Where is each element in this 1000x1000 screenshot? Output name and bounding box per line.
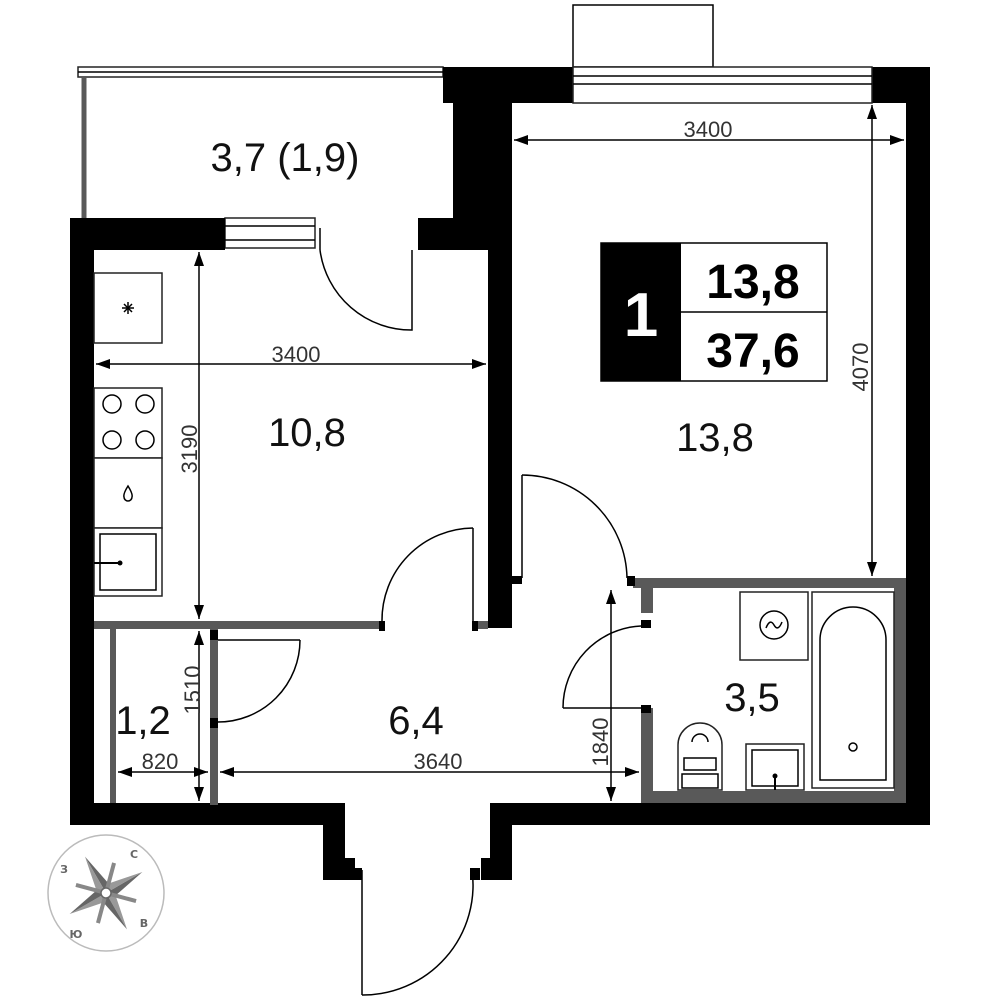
dim-bath-depth: 1840 bbox=[588, 718, 613, 767]
kitchen-fridge bbox=[93, 272, 163, 344]
dim-bath-depth-line bbox=[606, 590, 616, 801]
area-badge: 1 13,8 37,6 bbox=[600, 242, 828, 382]
dim-living-depth-line bbox=[867, 105, 877, 576]
bath-washing-machine bbox=[739, 591, 809, 661]
dim-living-width: 3400 bbox=[684, 117, 733, 142]
dim-hall-width-line bbox=[220, 767, 639, 777]
kitchen-dishwasher bbox=[93, 457, 163, 529]
kitchen-sink bbox=[93, 527, 163, 597]
compass-icon: З С Ю В bbox=[47, 834, 165, 952]
dim-kitchen-depth: 3190 bbox=[177, 425, 202, 474]
badge-living-area: 13,8 bbox=[706, 256, 799, 309]
loggia-window bbox=[224, 217, 316, 249]
kitchen-area: 10,8 bbox=[268, 411, 346, 455]
compass-south: Ю bbox=[70, 928, 83, 941]
loggia-area: 3,7 (1,9) bbox=[211, 136, 360, 180]
compass-north: С bbox=[130, 848, 138, 861]
door-closet[interactable] bbox=[210, 630, 301, 728]
door-entrance[interactable] bbox=[352, 868, 480, 996]
dim-closet-width-line bbox=[118, 767, 208, 777]
dim-closet-depth: 1510 bbox=[180, 666, 205, 715]
outer-walls bbox=[70, 67, 930, 880]
door-bathroom[interactable] bbox=[562, 620, 651, 713]
dim-living-depth: 4070 bbox=[848, 343, 873, 392]
badge-total-area: 37,6 bbox=[706, 325, 799, 378]
badge-rooms-count: 1 bbox=[624, 281, 658, 350]
bathroom-area: 3,5 bbox=[724, 676, 780, 720]
living-area: 13,8 bbox=[676, 416, 754, 460]
living-window bbox=[572, 4, 873, 104]
bath-toilet bbox=[677, 722, 723, 791]
compass-west: З bbox=[60, 863, 68, 876]
bath-sink bbox=[745, 743, 805, 791]
closet-area: 1,2 bbox=[115, 699, 171, 743]
dim-kitchen-width: 3400 bbox=[272, 342, 321, 367]
bath-tub bbox=[811, 591, 895, 789]
dim-kitchen-width-line bbox=[96, 359, 486, 369]
compass-east: В bbox=[140, 917, 148, 930]
dim-closet-width: 820 bbox=[142, 749, 179, 774]
interior-walls bbox=[94, 103, 906, 805]
kitchen-stove bbox=[93, 387, 163, 459]
door-loggia[interactable] bbox=[319, 228, 413, 331]
dim-hall-width: 3640 bbox=[414, 749, 463, 774]
door-living[interactable] bbox=[512, 474, 635, 586]
dim-kitchen-depth-line bbox=[194, 252, 204, 619]
door-kitchen[interactable] bbox=[379, 527, 478, 631]
hall-area: 6,4 bbox=[388, 699, 444, 743]
dim-living-width-line bbox=[514, 135, 904, 145]
